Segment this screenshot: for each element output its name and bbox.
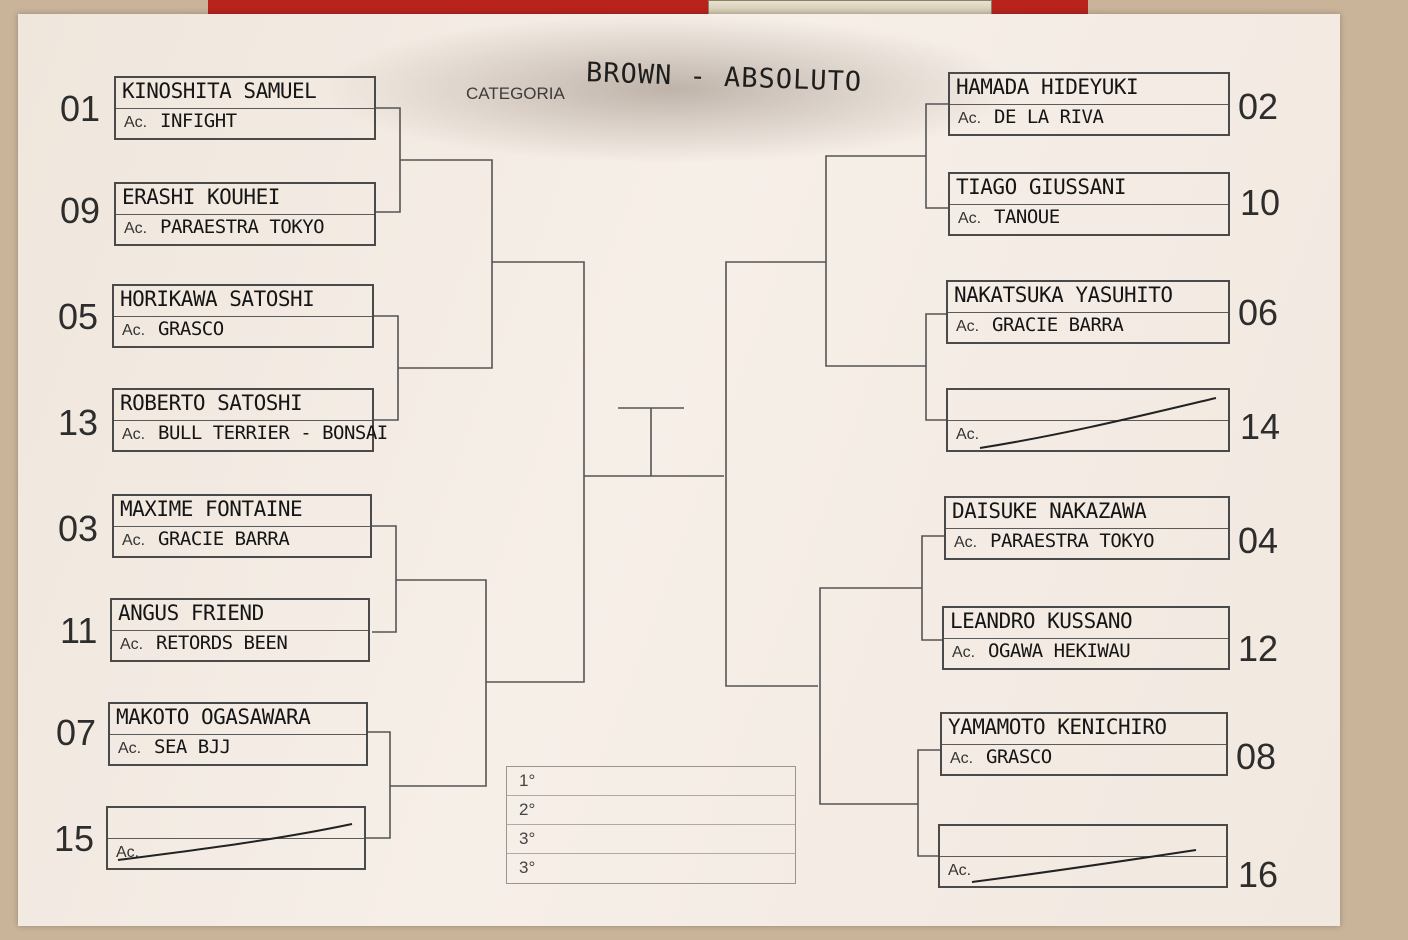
left-slot-8[interactable]: Ac.	[106, 806, 366, 870]
seed-number: 15	[54, 818, 95, 859]
place-label: 1°	[519, 771, 536, 790]
right-slot-2[interactable]: TIAGO GIUSSANI Ac. TANOUE	[948, 172, 1230, 236]
place-label: 2°	[519, 800, 536, 819]
fighter-name: MAKOTO OGASAWARA	[116, 705, 311, 729]
seed-number: 01	[60, 88, 101, 129]
academy-label: Ac.	[954, 534, 978, 551]
right-slot-4[interactable]: Ac.	[946, 388, 1230, 452]
place-label: 3°	[519, 829, 536, 848]
left-slot-2[interactable]: ERASHI KOUHEI Ac. PARAESTRA TOKYO	[114, 182, 376, 246]
academy-label: Ac.	[948, 862, 972, 879]
seed-number: 04	[1238, 520, 1279, 561]
academy-label: Ac.	[120, 636, 144, 653]
fighter-name: NAKATSUKA YASUHITO	[954, 283, 1173, 307]
academy-name: TANOUE	[994, 206, 1060, 228]
left-slot-5[interactable]: MAXIME FONTAINE Ac. GRACIE BARRA	[112, 494, 372, 558]
right-slot-1[interactable]: HAMADA HIDEYUKI Ac. DE LA RIVA	[948, 72, 1230, 136]
academy-label: Ac.	[956, 318, 980, 335]
result-row[interactable]: 1°	[507, 767, 795, 796]
category-label: CATEGORIA	[466, 84, 565, 103]
results-table: 1° 2° 3° 3°	[506, 766, 796, 884]
left-slot-1[interactable]: KINOSHITA SAMUEL Ac. INFIGHT	[114, 76, 376, 140]
academy-label: Ac.	[956, 426, 980, 443]
academy-name: GRASCO	[986, 746, 1052, 768]
left-slot-6[interactable]: ANGUS FRIEND Ac. RETORDS BEEN	[110, 598, 370, 662]
seed-number: 07	[56, 712, 97, 753]
academy-label: Ac.	[122, 322, 146, 339]
seed-number: 13	[58, 402, 99, 443]
academy-label: Ac.	[124, 220, 148, 237]
fighter-name: HAMADA HIDEYUKI	[956, 75, 1139, 99]
fighter-name: MAXIME FONTAINE	[120, 497, 303, 521]
fighter-name: HORIKAWA SATOSHI	[120, 287, 315, 311]
seed-number: 11	[60, 610, 98, 651]
empty-slot-strike	[971, 849, 1197, 883]
academy-label: Ac.	[124, 114, 148, 131]
fighter-name: TIAGO GIUSSANI	[956, 175, 1127, 199]
academy-name: PARAESTRA TOKYO	[160, 216, 325, 238]
left-slot-7[interactable]: MAKOTO OGASAWARA Ac. SEA BJJ	[108, 702, 368, 766]
place-label: 3°	[519, 858, 536, 877]
academy-label: Ac.	[116, 844, 140, 861]
academy-label: Ac.	[122, 426, 146, 443]
right-slot-7[interactable]: YAMAMOTO KENICHIRO Ac. GRASCO	[940, 712, 1228, 776]
result-row[interactable]: 2°	[507, 796, 795, 825]
seed-number: 05	[58, 296, 99, 337]
fighter-name: ROBERTO SATOSHI	[120, 391, 303, 415]
fighter-name: ANGUS FRIEND	[118, 601, 264, 625]
left-slot-3[interactable]: HORIKAWA SATOSHI Ac. GRASCO	[112, 284, 374, 348]
empty-slot-strike	[117, 823, 353, 861]
seed-number: 16	[1238, 854, 1279, 895]
academy-name: SEA BJJ	[154, 736, 231, 758]
seed-number: 12	[1238, 628, 1279, 669]
academy-label: Ac.	[958, 110, 982, 127]
academy-label: Ac.	[122, 532, 146, 549]
right-slot-3[interactable]: NAKATSUKA YASUHITO Ac. GRACIE BARRA	[946, 280, 1230, 344]
seed-number: 02	[1238, 86, 1279, 127]
fighter-name: ERASHI KOUHEI	[122, 185, 280, 209]
right-slot-6[interactable]: LEANDRO KUSSANO Ac. OGAWA HEKIWAU	[942, 606, 1230, 670]
academy-name: PARAESTRA TOKYO	[990, 530, 1155, 552]
left-slot-4[interactable]: ROBERTO SATOSHI Ac. BULL TERRIER - BONSAI	[112, 388, 388, 452]
academy-name: RETORDS BEEN	[156, 632, 288, 654]
seed-number: 08	[1236, 736, 1277, 777]
fighter-name: KINOSHITA SAMUEL	[122, 79, 317, 103]
academy-label: Ac.	[950, 750, 974, 767]
academy-name: GRASCO	[158, 318, 224, 340]
seed-number: 06	[1238, 292, 1279, 333]
academy-name: INFIGHT	[160, 110, 237, 132]
academy-label: Ac.	[958, 210, 982, 227]
academy-name: GRACIE BARRA	[158, 528, 290, 550]
academy-name: DE LA RIVA	[994, 106, 1104, 128]
empty-slot-strike	[979, 397, 1217, 449]
right-slot-8[interactable]: Ac.	[938, 824, 1228, 888]
seed-number: 14	[1240, 406, 1281, 447]
seed-number: 09	[60, 190, 101, 231]
result-row[interactable]: 3°	[507, 854, 795, 883]
fighter-name: LEANDRO KUSSANO	[950, 609, 1133, 633]
academy-name: GRACIE BARRA	[992, 314, 1124, 336]
result-row[interactable]: 3°	[507, 825, 795, 854]
academy-name: OGAWA HEKIWAU	[988, 640, 1131, 662]
fighter-name: DAISUKE NAKAZAWA	[952, 499, 1147, 523]
right-slot-5[interactable]: DAISUKE NAKAZAWA Ac. PARAESTRA TOKYO	[944, 496, 1230, 560]
seed-number: 03	[58, 508, 99, 549]
academy-label: Ac.	[952, 644, 976, 661]
academy-name: BULL TERRIER - BONSAI	[158, 422, 388, 444]
academy-label: Ac.	[118, 740, 142, 757]
seed-number: 10	[1240, 182, 1281, 223]
fighter-name: YAMAMOTO KENICHIRO	[948, 715, 1167, 739]
